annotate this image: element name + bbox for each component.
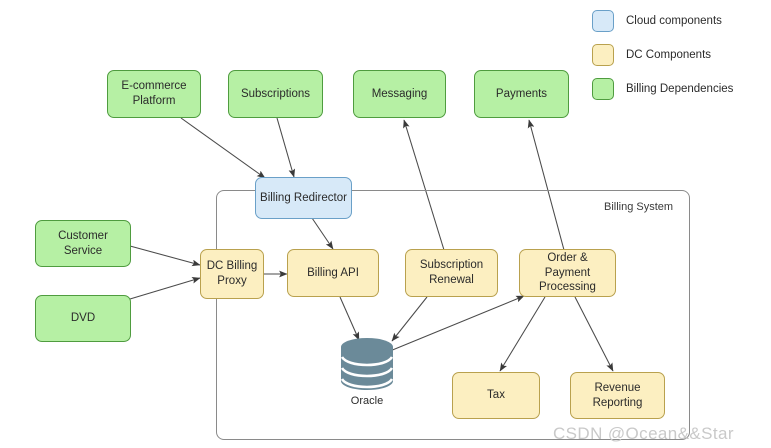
legend: Cloud components DC Components Billing D… [592,10,733,112]
database-oracle[interactable] [339,336,395,392]
node-label-line: Payments [495,87,548,100]
billing-system-label: Billing System [604,201,674,213]
node-dvd[interactable]: DVD [35,295,131,342]
node-label-line: Customer Service [58,229,108,257]
node-revenue-reporting[interactable]: Revenue Reporting [570,372,665,419]
node-label-line: Messaging [371,87,428,100]
billing-system-container [216,190,690,440]
legend-label-cloud: Cloud components [626,15,722,27]
node-billing-api[interactable]: Billing API [287,249,379,297]
edge-customer-service-dc-billing-proxy [129,245,201,267]
node-order-payment-processing[interactable]: Order & Payment Processing [519,249,616,297]
node-customer-service[interactable]: Customer Service [35,220,131,267]
edge-dvd-dc-billing-proxy [129,277,201,300]
node-label-line: Platform [132,95,176,107]
database-oracle-label: Oracle [350,395,384,407]
node-tax[interactable]: Tax [452,372,540,419]
legend-item-cloud-components: Cloud components [592,10,733,32]
legend-swatch-cloud [592,10,614,32]
node-payments[interactable]: Payments [474,70,569,118]
edge-ecommerce-billing-redirector [180,117,266,179]
node-label-line: Billing Redirector [260,191,347,204]
node-label-line: Subscription [419,259,484,272]
node-ecommerce-platform[interactable]: E-commerce Platform [107,70,201,118]
watermark: CSDN @Ocean&&Star [553,424,734,443]
legend-swatch-dependencies [592,78,614,100]
node-label-line: Order & Payment [544,251,591,279]
node-label-line: Billing API [307,266,359,279]
node-label-line: Revenue [594,381,641,394]
node-label-line: Reporting [592,396,643,409]
node-label-line: DC Billing [206,260,258,273]
node-messaging[interactable]: Messaging [353,70,446,118]
legend-swatch-dc [592,44,614,66]
node-subscriptions[interactable]: Subscriptions [228,70,323,118]
node-label-line: E-commerce [121,80,187,93]
node-label-line: Renewal [429,274,474,286]
edge-subscriptions-billing-redirector [276,117,296,178]
legend-item-dc-components: DC Components [592,44,733,66]
node-billing-redirector[interactable]: Billing Redirector [255,177,352,219]
legend-label-dc: DC Components [626,49,712,61]
node-label-line: Tax [487,389,505,402]
node-label-line: Proxy [217,275,247,287]
legend-item-billing-dependencies: Billing Dependencies [592,78,733,100]
node-label-line: Subscriptions [240,87,311,100]
node-label-line: DVD [70,312,96,325]
node-dc-billing-proxy[interactable]: DC Billing Proxy [200,249,264,299]
legend-label-dependencies: Billing Dependencies [626,83,734,95]
node-subscription-renewal[interactable]: Subscription Renewal [405,249,498,297]
node-label-line: Processing [539,281,596,294]
database-cylinder-icon [340,338,394,390]
